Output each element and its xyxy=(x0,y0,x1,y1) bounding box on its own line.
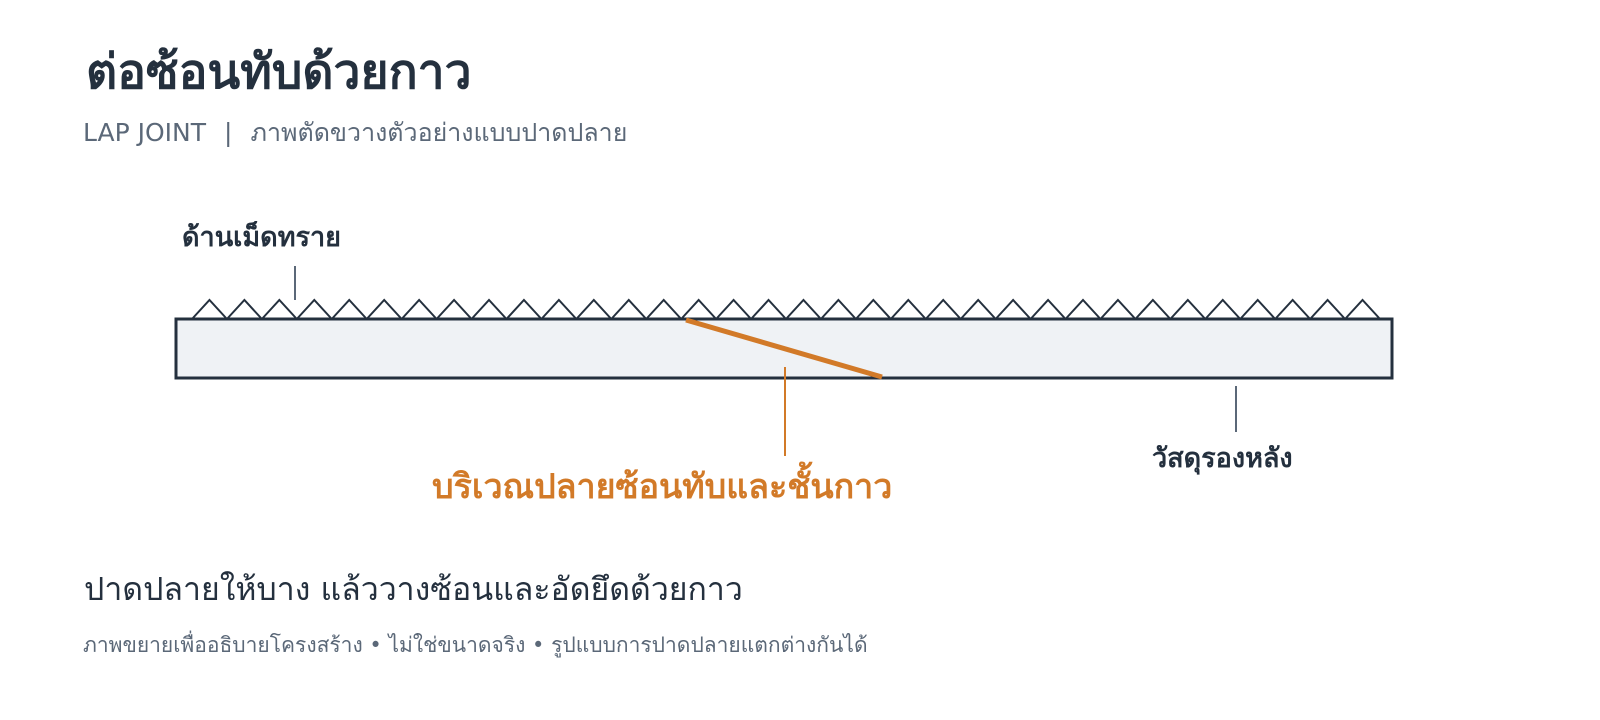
grit-tooth xyxy=(994,298,1032,320)
grit-tooth xyxy=(365,298,403,320)
grit-tooth xyxy=(1099,298,1137,320)
grit-tooth xyxy=(400,298,438,320)
grit-side-label: ด้านเม็ดทราย xyxy=(182,222,341,253)
grit-tooth xyxy=(750,298,787,320)
grit-tooth xyxy=(435,298,473,320)
grit-tooth xyxy=(261,298,298,320)
subtitle-english: LAP JOINT xyxy=(83,118,207,147)
lap-area-label: บริเวณปลายซ้อนทับและชั้นกาว xyxy=(432,467,893,507)
grit-tooth xyxy=(1064,298,1102,320)
grit-tooth xyxy=(226,298,263,320)
lap-glue-line xyxy=(685,317,883,380)
grit-tooth xyxy=(1239,298,1276,320)
grit-teeth xyxy=(191,298,1381,320)
grit-tooth xyxy=(1344,298,1381,320)
subtitle-thai: ภาพตัดขวางตัวอย่างแบบปาดปลาย xyxy=(250,118,628,147)
grit-tooth xyxy=(191,298,228,320)
page-title: ต่อซ้อนทับด้วยกาว xyxy=(86,44,472,100)
grit-tooth xyxy=(1169,298,1207,320)
subtitle-separator: | xyxy=(224,118,233,147)
grit-tooth xyxy=(331,298,368,320)
grit-tooth xyxy=(610,298,647,320)
grit-tooth xyxy=(925,298,962,320)
grit-tooth xyxy=(680,298,717,320)
grit-tooth xyxy=(959,298,997,320)
disclaimer-note: ภาพขยายเพื่ออธิบายโครงสร้าง • ไม่ใช่ขนาด… xyxy=(83,633,868,657)
caption: ปาดปลายให้บาง แล้ววางซ้อนและอัดยึดด้วยกา… xyxy=(84,570,743,608)
grit-tooth xyxy=(855,298,892,320)
grit-tooth xyxy=(1134,298,1172,320)
grit-tooth xyxy=(715,298,752,320)
grit-tooth xyxy=(785,298,822,320)
grit-tooth xyxy=(1029,298,1067,320)
grit-tooth xyxy=(575,298,613,320)
grit-tooth xyxy=(470,298,508,320)
backing-label: วัสดุรองหลัง xyxy=(1152,443,1293,474)
grit-tooth xyxy=(505,298,543,320)
subtitle: LAP JOINT | ภาพตัดขวางตัวอย่างแบบปาดปลาย xyxy=(83,117,627,150)
grit-tooth xyxy=(1309,298,1346,320)
grit-tooth xyxy=(1204,298,1241,320)
grit-tooth xyxy=(890,298,927,320)
grit-tooth xyxy=(296,298,333,320)
grit-tooth xyxy=(540,298,578,320)
grit-tooth xyxy=(645,298,682,320)
grit-tooth xyxy=(1274,298,1311,320)
grit-tooth xyxy=(820,298,857,320)
